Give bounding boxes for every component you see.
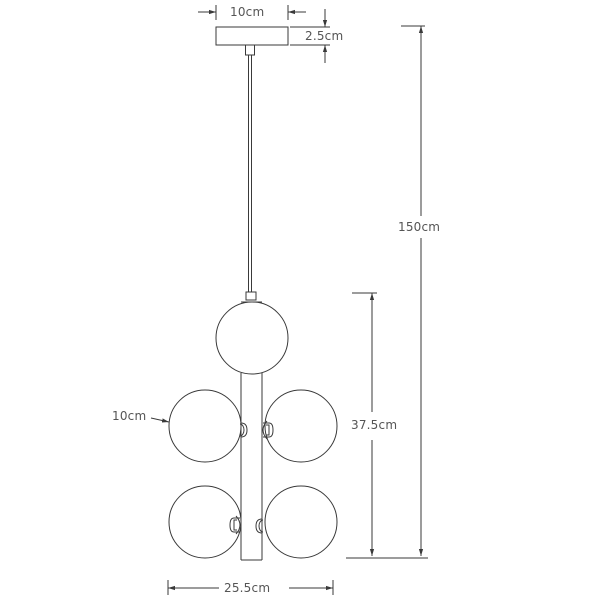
upper-right-globe bbox=[264, 389, 338, 463]
top-cap bbox=[245, 291, 257, 301]
body-height-dimension bbox=[352, 292, 377, 556]
fitting-lower-right bbox=[258, 519, 264, 533]
total-height-label: 150cm bbox=[398, 220, 441, 234]
lower-left-globe bbox=[168, 485, 242, 559]
canopy-height-dimension bbox=[290, 9, 330, 63]
canopy-width-label: 10cm bbox=[230, 5, 265, 19]
total-height-dimension bbox=[401, 25, 425, 556]
fitting-upper-left bbox=[239, 423, 245, 437]
canopy-stem bbox=[245, 44, 255, 56]
lower-right-globe bbox=[264, 485, 338, 559]
globe-diameter-label: 10cm bbox=[112, 409, 147, 423]
fitting-upper-right bbox=[263, 422, 274, 438]
top-globe bbox=[215, 301, 289, 375]
body-height-label: 37.5cm bbox=[351, 418, 398, 432]
total-width-label: 25.5cm bbox=[224, 581, 271, 595]
total-width-dimension bbox=[167, 580, 334, 595]
ceiling-canopy bbox=[215, 26, 289, 46]
globe-diameter-leader bbox=[150, 417, 170, 423]
upper-left-globe bbox=[168, 389, 242, 463]
canopy-height-label: 2.5cm bbox=[305, 29, 344, 43]
fitting-lower-left bbox=[229, 517, 240, 533]
canopy-width-dimension bbox=[198, 5, 306, 20]
